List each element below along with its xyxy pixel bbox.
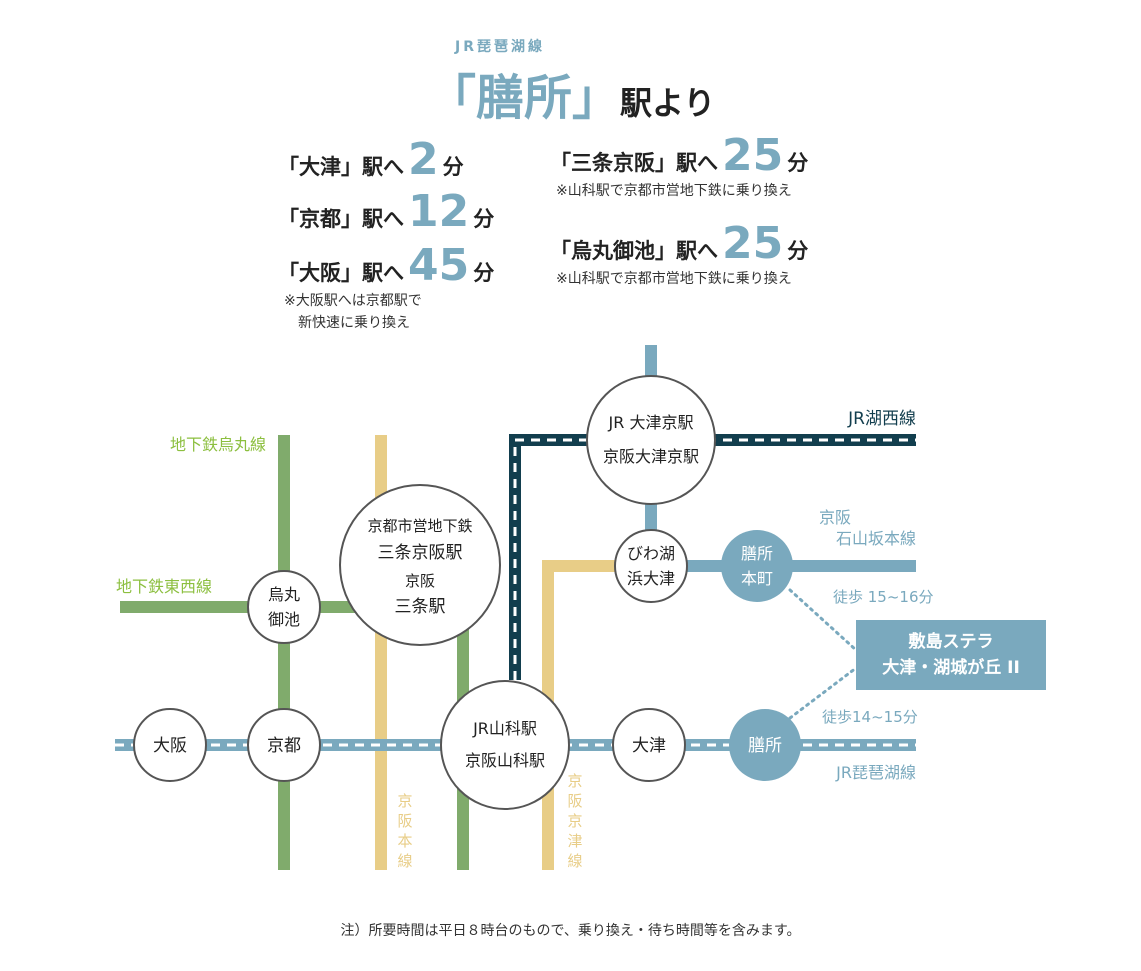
station-label: 本町 [741,569,773,588]
route-minutes: 45 [408,240,470,291]
label-ishiyama-line-2: 石山坂本線 [836,529,916,548]
station-label: 大阪 [153,736,187,756]
route-unit: 分 [787,239,809,263]
label-char: 京 [397,792,412,810]
walk-time-honmachi: 徒歩 15~16分 [833,588,934,606]
route-sanjo-note: ※山科駅で京都市営地下鉄に乗り換え [556,183,792,199]
label-char: 阪 [397,812,412,830]
title-station: 膳所 [476,70,573,126]
station-label: 京都 [267,736,301,756]
station-otsukyo: JR 大津京駅 京阪大津京駅 [586,375,716,505]
route-minutes: 12 [408,186,470,237]
route-prefix: 「大阪」駅へ [278,261,404,285]
page-title: 「膳所」駅より [428,58,715,128]
station-label: びわ湖 [627,544,675,563]
route-minutes: 2 [408,134,439,185]
station-label: 膳所 [748,736,782,756]
station-zeze: 膳所 [729,709,801,781]
label-keihan-main-line: 京 阪 本 線 [397,792,412,870]
station-label: 御池 [268,610,300,629]
station-otsu: 大津 [612,708,686,782]
station-label: 烏丸 [268,585,300,604]
station-zeze-honmachi: 膳所 本町 [721,530,793,602]
station-kyoto: 京都 [247,708,321,782]
station-biwako-hamaotsu: びわ湖 浜大津 [614,529,688,603]
label-keishin-line: 京 阪 京 津 線 [567,772,582,870]
route-karasuma-note: ※山科駅で京都市営地下鉄に乗り換え [556,271,792,287]
route-unit: 分 [473,261,495,285]
label-biwako-line: JR琵琶湖線 [835,763,916,782]
route-unit: 分 [473,207,495,231]
station-label: 浜大津 [627,569,675,588]
label-char: 京 [567,812,582,830]
station-label: 膳所 [741,544,773,563]
station-label: 三条駅 [395,597,446,617]
station-label: JR山科駅 [472,719,537,738]
station-label: 京都市営地下鉄 [367,517,472,535]
station-label: 大津 [632,736,666,756]
route-prefix: 「烏丸御池」駅へ [550,239,718,263]
walk-path-honmachi [788,588,858,652]
destination-subname: 大津・湖城が丘 II [882,657,1020,678]
station-yamashina: JR山科駅 京阪山科駅 [440,680,570,810]
destination-box: 敷島ステラ 大津・湖城が丘 II [856,620,1046,690]
route-unit: 分 [787,151,809,175]
label-char: 京 [567,772,582,790]
station-label: JR 大津京駅 [608,413,694,432]
title-bracket-open: 「 [428,70,477,126]
route-minutes: 25 [722,130,784,181]
label-ishiyama-line-1: 京阪 [819,508,851,527]
station-label: 京阪山科駅 [465,751,545,770]
label-char: 本 [397,832,412,850]
line-kosei-dash [513,438,916,680]
station-label: 京阪 [405,572,435,590]
route-prefix: 「大津」駅へ [278,155,404,179]
title-suffix: 駅より [620,84,716,122]
station-sanjo: 京都市営地下鉄 三条京阪駅 京阪 三条駅 [339,484,501,646]
walk-path-zeze [788,666,858,720]
route-prefix: 「三条京阪」駅へ [550,151,718,175]
line-name-label: JR琵琶湖線 [455,39,545,55]
label-char: 津 [567,832,582,850]
destination-name: 敷島ステラ [909,631,994,652]
label-karasuma-line: 地下鉄烏丸線 [170,435,266,454]
route-minutes: 25 [722,218,784,269]
route-osaka-note-1: ※大阪駅へは京都駅で [284,293,422,309]
route-osaka-note-2: 新快速に乗り換え [298,315,410,331]
label-char: 阪 [567,792,582,810]
route-prefix: 「京都」駅へ [278,207,404,231]
label-char: 線 [567,852,582,870]
station-karasuma-oike: 烏丸 御池 [247,570,321,644]
label-kosei-line: JR湖西線 [847,409,916,429]
station-osaka: 大阪 [133,708,207,782]
station-label: 三条京阪駅 [378,543,463,563]
walk-time-zeze: 徒歩14~15分 [822,708,918,726]
route-unit: 分 [442,155,464,179]
footnote: 注）所要時間は平日８時台のもので、乗り換え・待ち時間等を含みます。 [340,923,801,939]
station-label: 京阪大津京駅 [603,447,699,466]
label-tozai-line: 地下鉄東西線 [116,577,212,596]
title-bracket-close: 」 [572,70,621,126]
label-char: 線 [397,852,412,870]
